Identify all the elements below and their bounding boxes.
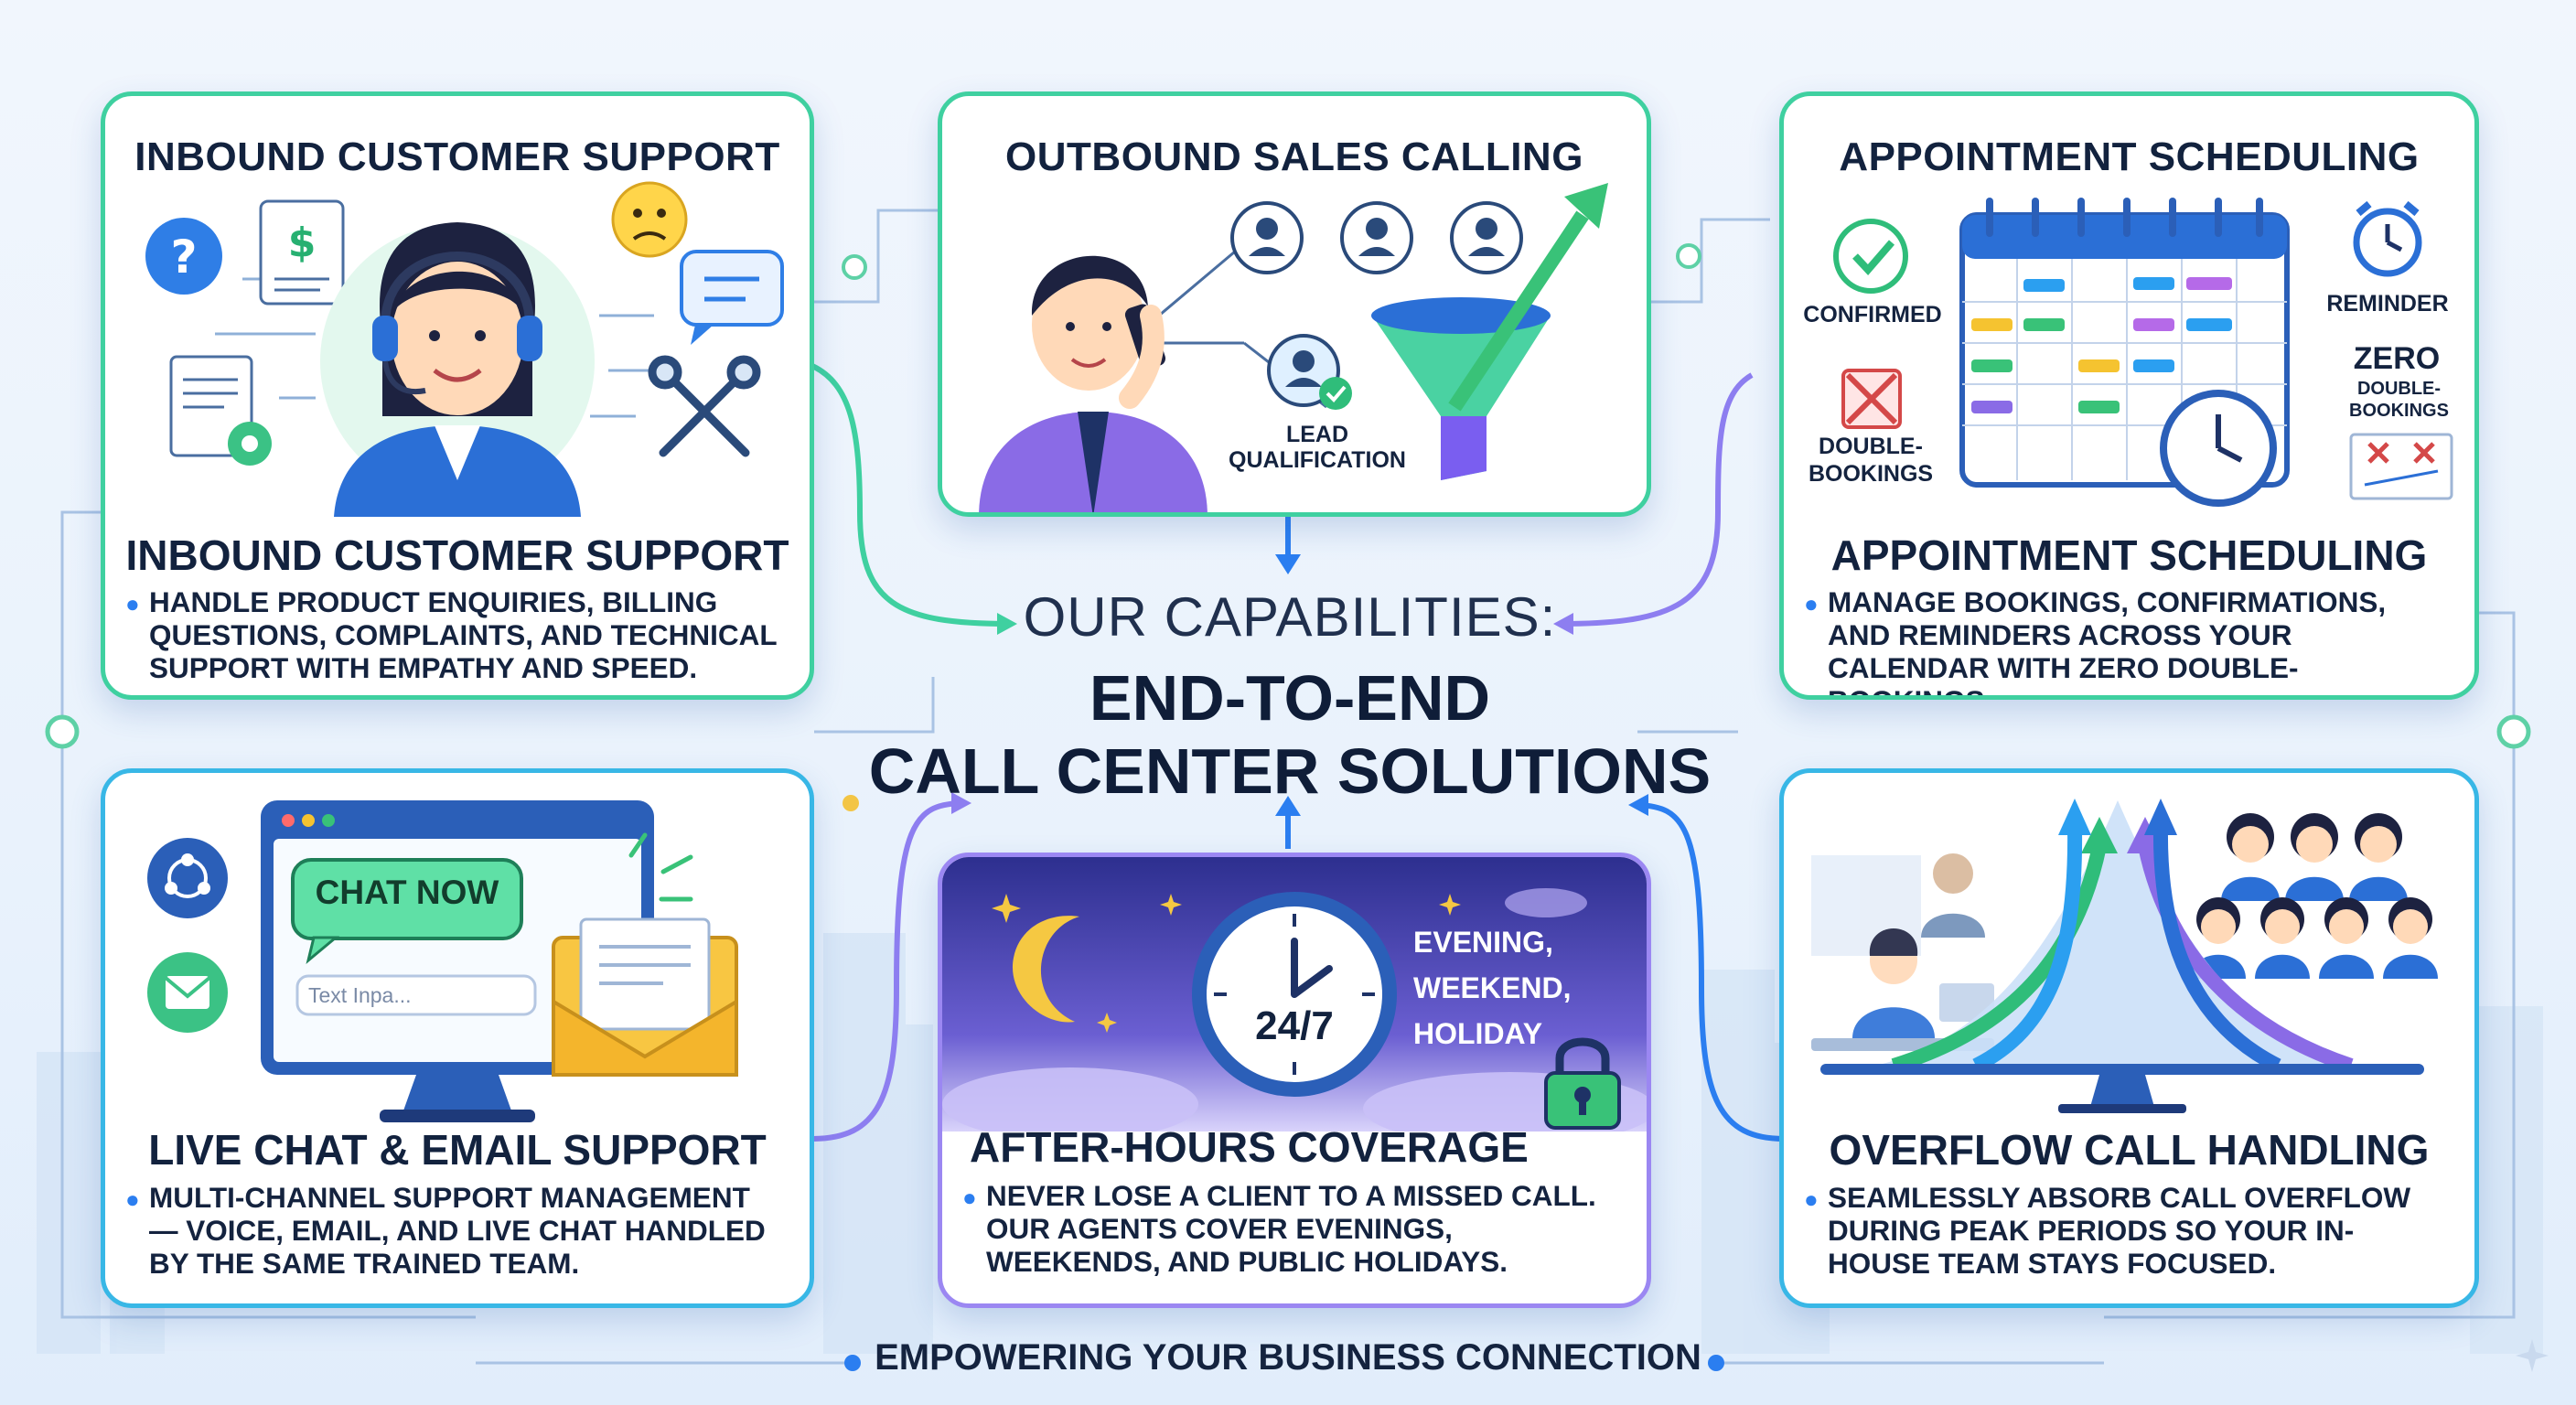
time-coverage-list: EVENING, WEEKEND, HOLIDAY <box>1413 919 1615 1056</box>
calendar-icon <box>1959 198 2290 507</box>
inbound-illustration: ? $ <box>145 181 784 517</box>
alarm-clock-icon <box>2353 200 2422 277</box>
clock-24-7-icon <box>1192 892 1397 1097</box>
card-title: AFTER-HOURS COVERAGE <box>970 1123 1529 1171</box>
sales-agent-on-phone <box>979 255 1208 512</box>
afterhours-illustration <box>942 857 1647 1132</box>
agents-at-desks <box>1811 853 1994 1051</box>
team-group-icon <box>2191 813 2438 979</box>
hub-title-line1: END-TO-END <box>1089 662 1491 734</box>
invoice-icon: $ <box>259 199 345 306</box>
chat-now-button[interactable]: CHAT NOW <box>315 874 499 911</box>
svg-text:$: $ <box>288 220 317 266</box>
confirmed-check-icon <box>1833 219 1908 294</box>
scheduling-illustration <box>1833 198 2453 507</box>
agent-headset-avatar <box>320 222 595 517</box>
card-title: OVERFLOW CALL HANDLING <box>1829 1126 2430 1174</box>
card-after-hours: 24/7 EVENING, WEEKEND, HOLIDAY AFTER-HOU… <box>938 853 1651 1308</box>
lead-qualified-icon <box>1267 334 1352 410</box>
card-title: INBOUND CUSTOMER SUPPORT <box>125 531 789 579</box>
unhappy-face-icon <box>611 181 688 258</box>
chat-bubble-icon <box>680 250 784 345</box>
confirmed-label: CONFIRMED <box>1803 302 1942 327</box>
card-live-chat-email: CHAT NOW Text Inpa... LIVE CHAT & EMAIL … <box>101 768 814 1308</box>
hub-title-block: OUR CAPABILITIES: END-TO-END CALL CENTER… <box>823 585 1756 808</box>
time-weekend: WEEKEND, <box>1413 971 1572 1004</box>
hub-title-line2: CALL CENTER SOLUTIONS <box>868 735 1712 807</box>
document-gear-icon <box>169 355 272 466</box>
lead-qualification-line2: QUALIFICATION <box>1229 447 1406 473</box>
svg-text:?: ? <box>170 231 197 284</box>
card-title: APPOINTMENT SCHEDULING <box>1830 531 2428 579</box>
card-description: ●HANDLE PRODUCT ENQUIRIES, BILLING QUEST… <box>125 585 778 684</box>
card-description: ●MULTI-CHANNEL SUPPORT MANAGEMENT — VOIC… <box>125 1181 766 1280</box>
card-inbound-support: INBOUND CUSTOMER SUPPORT ? $ <box>101 91 814 700</box>
question-icon: ? <box>145 218 222 295</box>
text-input-placeholder[interactable]: Text Inpa... <box>308 983 412 1007</box>
card-description: ●NEVER LOSE A CLIENT TO A MISSED CALL. O… <box>962 1179 1596 1278</box>
card-appointment-scheduling: APPOINTMENT SCHEDULING <box>1779 91 2479 700</box>
card-top-title: OUTBOUND SALES CALLING <box>1005 134 1583 179</box>
zero-label: ZERO <box>2353 341 2441 376</box>
padlock-icon <box>1544 1037 1621 1130</box>
time-evening: EVENING, <box>1413 926 1553 959</box>
card-top-title: APPOINTMENT SCHEDULING <box>1839 134 2420 179</box>
overflow-arrows-icon <box>1820 799 2424 1113</box>
envelope-icon <box>552 832 738 1077</box>
outbound-illustration: LEAD QUALIFICATION <box>979 183 1608 512</box>
card-top-title: INBOUND CUSTOMER SUPPORT <box>134 134 780 179</box>
text-input-box <box>295 974 537 1016</box>
tools-icon <box>648 355 761 457</box>
card-title: LIVE CHAT & EMAIL SUPPORT <box>148 1126 767 1174</box>
sales-funnel-icon <box>1371 183 1608 480</box>
moon-icon <box>1012 916 1079 1023</box>
mail-icon <box>147 952 228 1033</box>
chat-now-bubble <box>291 858 523 965</box>
double-bookings-label: DOUBLE- BOOKINGS <box>1808 434 1934 487</box>
share-icon <box>147 838 228 918</box>
card-description: ●SEAMLESSLY ABSORB CALL OVERFLOW DURING … <box>1804 1181 2411 1280</box>
zero-double-bookings-label: DOUBLE- BOOKINGS <box>2349 379 2449 421</box>
lead-qualification-line1: LEAD <box>1286 422 1348 447</box>
clock-24-7-label: 24/7 <box>1255 1003 1334 1048</box>
time-holiday: HOLIDAY <box>1413 1017 1543 1050</box>
overflow-illustration <box>1811 799 2438 1113</box>
card-description: ●MANAGE BOOKINGS, CONFIRMATIONS, and REM… <box>1804 585 2387 695</box>
card-outbound-sales: OUTBOUND SALES CALLING LEAD QUALIFICATIO… <box>938 91 1651 517</box>
card-overflow-handling: OVERFLOW CALL HANDLING ●SEAMLESSLY ABSOR… <box>1779 768 2479 1308</box>
hub-subtitle: OUR CAPABILITIES: <box>1023 586 1557 648</box>
footer-tagline: EMPOWERING YOUR BUSINESS CONNECTION <box>875 1337 1701 1378</box>
no-double-booking-icon <box>1841 369 1902 429</box>
sparkle-icon <box>2516 1339 2549 1372</box>
reminder-label: REMINDER <box>2326 291 2449 316</box>
zero-double-booking-icon <box>2349 433 2453 500</box>
livechat-illustration <box>147 800 738 1122</box>
